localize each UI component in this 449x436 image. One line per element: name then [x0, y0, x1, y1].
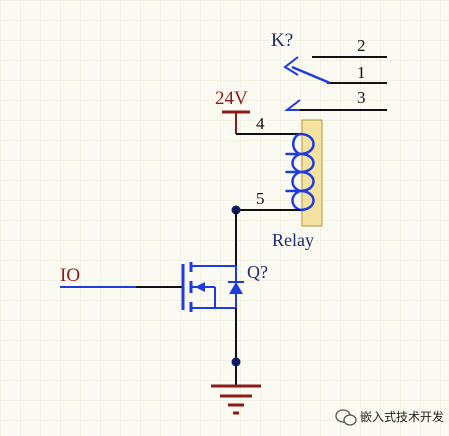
mosfet-symbol: Q?	[60, 262, 268, 312]
diode-triangle	[229, 282, 243, 294]
pin-1-label: 1	[357, 63, 366, 82]
power-24v: 24V	[215, 88, 250, 134]
relay-contacts: 2 1 3	[283, 36, 387, 111]
contact-2-arrow	[283, 56, 299, 76]
pin-3-label: 3	[357, 88, 366, 107]
contact-3-arrow	[284, 99, 301, 111]
relay-designator: K?	[271, 30, 293, 51]
wechat-icon	[335, 409, 357, 426]
ground-symbol	[211, 384, 261, 415]
junction-bottom	[231, 357, 241, 367]
power-label: 24V	[215, 88, 248, 109]
watermark: 嵌入式技术开发	[335, 409, 444, 426]
pin-5-label: 5	[256, 189, 265, 208]
mosfet-designator: Q?	[247, 262, 268, 282]
pin-2-label: 2	[357, 36, 366, 55]
coil-winding-back	[291, 132, 301, 212]
coil-winding	[285, 132, 315, 212]
body-arrow	[195, 282, 205, 292]
contact-arm	[291, 65, 331, 85]
relay-coil: Relay	[272, 119, 323, 250]
relay-name: Relay	[272, 230, 314, 250]
pin-4-label: 4	[256, 114, 265, 133]
io-net-label: IO	[60, 265, 80, 286]
watermark-text: 嵌入式技术开发	[360, 409, 444, 424]
